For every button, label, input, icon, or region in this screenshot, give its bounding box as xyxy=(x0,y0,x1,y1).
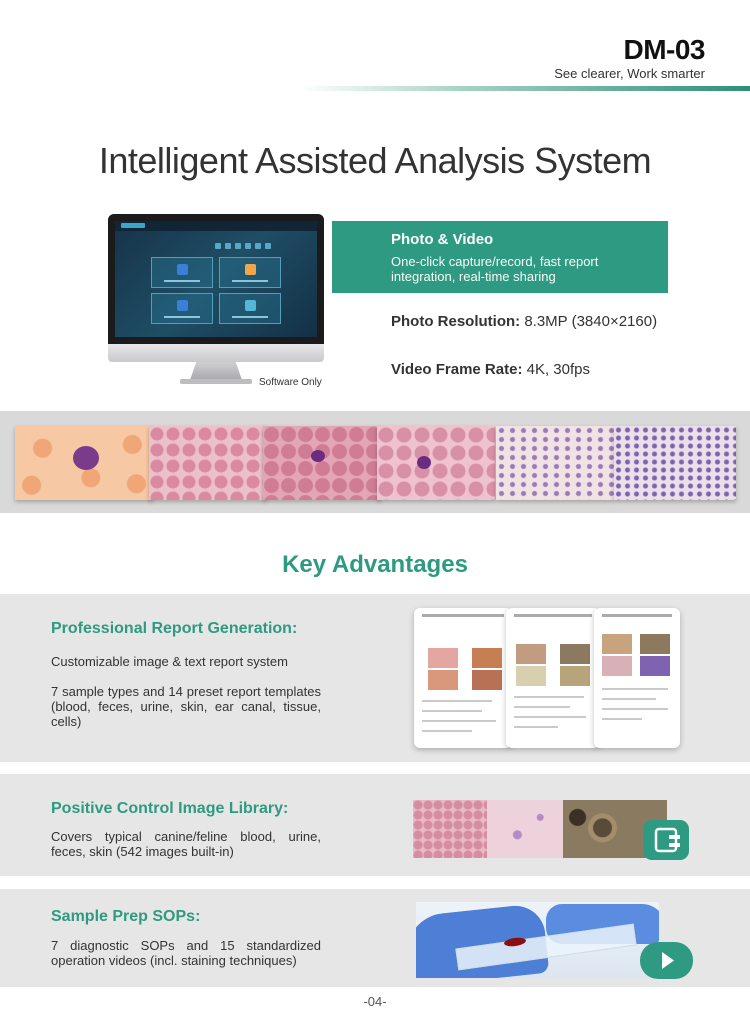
play-icon-glyph xyxy=(662,952,674,969)
image-library-icon xyxy=(643,820,689,860)
monitor-foot xyxy=(180,379,252,384)
microscopy-image xyxy=(263,426,381,500)
photo-resolution-label: Photo Resolution: xyxy=(391,313,521,330)
photo-video-description: One-click capture/record, fast report in… xyxy=(391,254,599,284)
model-name: DM-03 xyxy=(623,34,705,65)
report-sample xyxy=(594,608,680,748)
monitor-illustration xyxy=(108,214,324,362)
report-generation-section: Professional Report Generation: Customiz… xyxy=(0,594,750,762)
software-tile xyxy=(151,257,213,288)
section-title: Professional Report Generation: xyxy=(51,620,298,637)
software-tile xyxy=(219,257,281,288)
software-only-caption: Software Only xyxy=(259,377,322,388)
video-framerate-value: 4K, 30fps xyxy=(526,361,590,378)
photo-video-card: Photo & Video One-click capture/record, … xyxy=(332,221,668,293)
section-text: 7 sample types and 14 preset report temp… xyxy=(51,684,321,729)
photo-video-title: Photo & Video xyxy=(391,231,494,248)
library-image xyxy=(487,800,563,858)
section-title: Positive Control Image Library: xyxy=(51,800,289,817)
section-text: Customizable image & text report system xyxy=(51,654,288,669)
tagline: See clearer, Work smarter xyxy=(554,66,705,81)
monitor-chin xyxy=(108,344,324,362)
play-icon[interactable] xyxy=(640,942,693,979)
software-topbar xyxy=(115,221,317,231)
photo-resolution-spec: Photo Resolution: 8.3MP (3840×2160) xyxy=(391,313,657,330)
header-gradient-bar xyxy=(300,86,750,91)
software-tile xyxy=(151,293,213,324)
section-text: 7 diagnostic SOPs and 15 standardized op… xyxy=(51,938,321,968)
photo-resolution-value: 8.3MP (3840×2160) xyxy=(524,313,658,330)
key-advantages-title: Key Advantages xyxy=(282,551,468,578)
image-library-icon-glyph xyxy=(654,827,680,853)
page-title: Intelligent Assisted Analysis System xyxy=(98,140,652,181)
microscopy-image xyxy=(496,426,614,500)
software-screen xyxy=(115,221,317,337)
video-framerate-spec: Video Frame Rate: 4K, 30fps xyxy=(391,361,590,378)
microscopy-image xyxy=(15,426,153,500)
section-title: Sample Prep SOPs: xyxy=(51,908,201,925)
section-text: Covers typical canine/feline blood, urin… xyxy=(51,829,321,859)
microscopy-gallery xyxy=(0,411,750,513)
library-image xyxy=(413,800,487,858)
monitor-screen-frame xyxy=(108,214,324,344)
microscopy-image xyxy=(149,426,267,500)
software-toolbar xyxy=(215,243,271,249)
microscopy-image xyxy=(377,426,495,500)
sample-prep-photo xyxy=(416,902,659,978)
video-framerate-label: Video Frame Rate: xyxy=(391,361,523,378)
page-number: -04- xyxy=(363,994,387,1009)
microscopy-image xyxy=(614,426,736,500)
report-sample xyxy=(506,608,600,748)
software-logo xyxy=(121,223,145,228)
software-tile xyxy=(219,293,281,324)
monitor-stand xyxy=(190,362,242,380)
report-sample xyxy=(414,608,512,748)
